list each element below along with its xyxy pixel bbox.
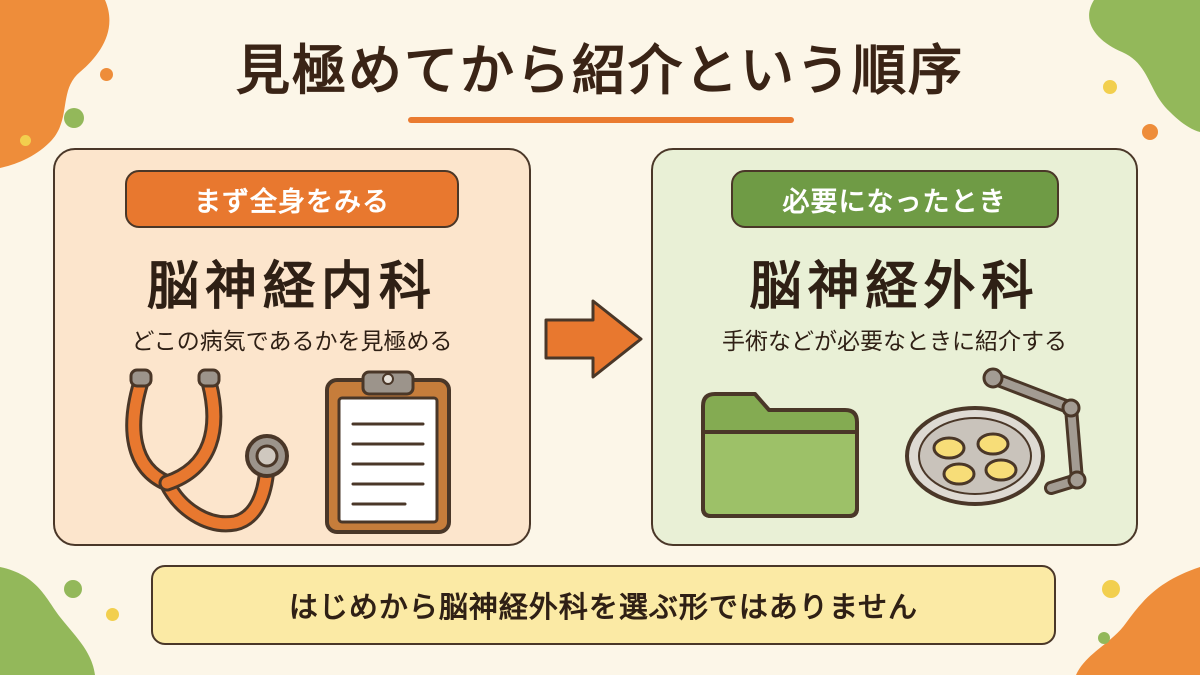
badge-when-needed: 必要になったとき [730, 170, 1059, 228]
decor-blob-top-right [1089, 0, 1200, 132]
decor-dot [1142, 124, 1158, 140]
title-underline [408, 117, 794, 123]
department-description-neurology: どこの病気であるかを見極める [131, 329, 453, 355]
clipboard-icon [325, 370, 451, 534]
decor-blob-bottom-right [1076, 567, 1200, 675]
department-name-neurology: 脳神経内科 [146, 257, 437, 317]
decor-dot [20, 135, 31, 146]
folder-icon [701, 392, 859, 518]
panel-neurology: まず全身をみる 脳神経内科 どこの病気であるかを見極める [53, 148, 531, 546]
decor-dot [100, 68, 113, 81]
department-name-neurosurgery: 脳神経外科 [749, 257, 1040, 317]
department-description-neurosurgery: 手術などが必要なときに紹介する [722, 329, 1067, 355]
decor-dot [106, 608, 119, 621]
arrow-right-icon [544, 299, 643, 379]
panel-neurosurgery: 必要になったとき 脳神経外科 手術などが必要なときに紹介する [651, 148, 1138, 546]
badge-first-step: まず全身をみる [125, 170, 459, 228]
decor-dot [1102, 580, 1120, 598]
summary-note: はじめから脳神経外科を選ぶ形ではありません [151, 565, 1056, 645]
decor-blob-bottom-left [0, 567, 95, 675]
page-title: 見極めてから紹介という順序 [236, 39, 964, 102]
decor-dot [1098, 632, 1110, 644]
decor-dot [64, 580, 82, 598]
surgical-light-icon [905, 367, 1087, 506]
decor-dot [64, 108, 84, 128]
decor-dot [1103, 80, 1117, 94]
decor-blob-top-left [0, 0, 110, 168]
stethoscope-icon [125, 368, 289, 533]
